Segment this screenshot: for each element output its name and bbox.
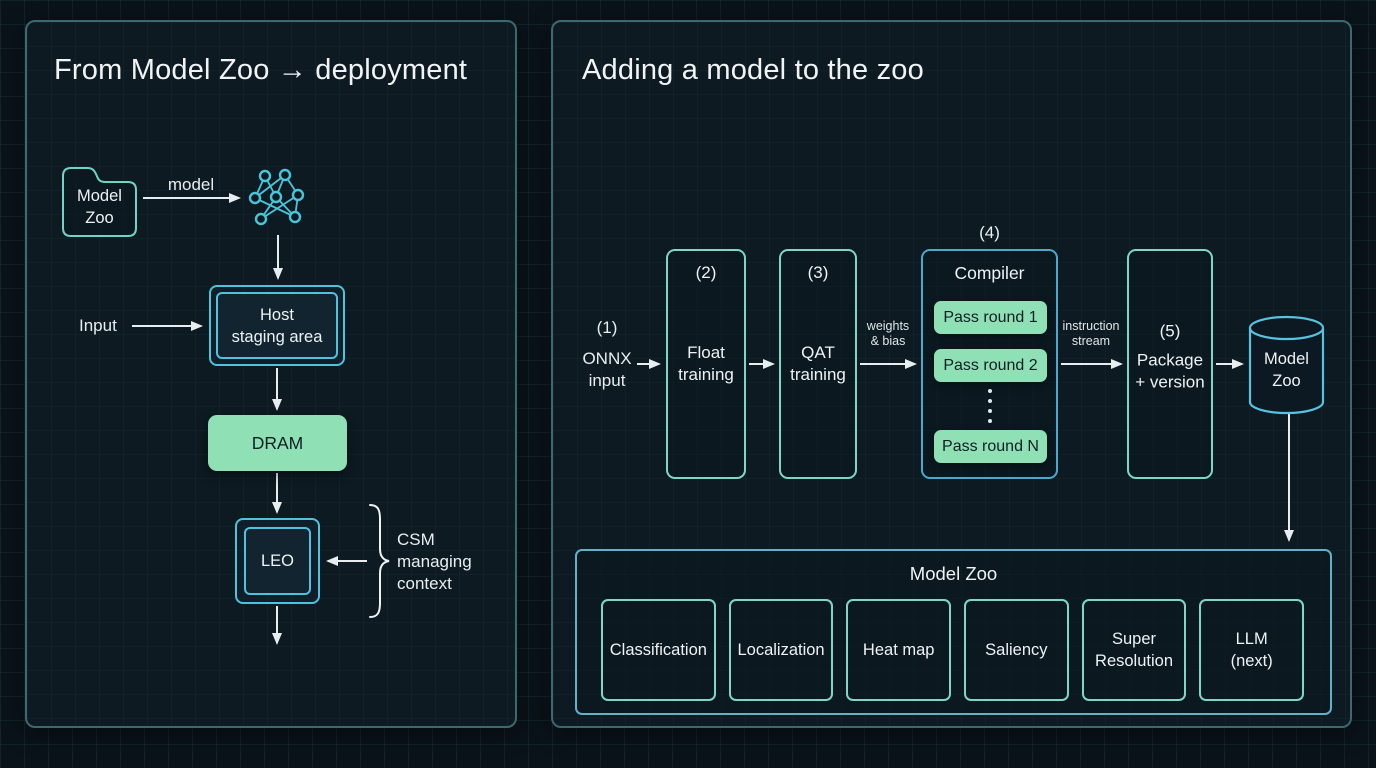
pass-round-n: Pass round N: [934, 430, 1047, 463]
add-model-panel: Adding a model to the zoo (1) ONNX input: [551, 20, 1352, 728]
zoo-item-super-resolution: Super Resolution: [1081, 599, 1187, 701]
model-zoo-database: Model Zoo: [1248, 315, 1325, 415]
left-panel-title: From Model Zoo → deployment: [54, 54, 468, 86]
step2-label: Float training: [678, 343, 734, 384]
zoo-item-saliency: Saliency: [964, 599, 1069, 701]
instruction-stream-label: instruction stream: [1062, 319, 1120, 348]
left-arrows-layer: [132, 193, 367, 645]
zoo-title: Model Zoo: [909, 563, 998, 584]
model-zoo-container: Model Zoo Classification Localization He…: [575, 549, 1332, 715]
step3-box: (3) QAT training: [779, 249, 857, 479]
pass-round-2: Pass round 2: [934, 349, 1047, 382]
step3-num: (3): [807, 263, 829, 282]
zoo-item-localization: Localization: [728, 599, 834, 701]
host-staging-box: Host staging area: [209, 285, 345, 366]
deployment-panel: From Model Zoo → deployment M: [25, 20, 517, 728]
host-staging-label: Host staging area: [216, 292, 338, 359]
step5-num: (5): [1159, 321, 1181, 341]
compiler-title: Compiler: [954, 263, 1025, 283]
model-arrow-label: model: [167, 175, 215, 194]
step1-block: (1) ONNX input: [561, 317, 653, 392]
zoo-item-classification: Classification: [601, 599, 716, 701]
model-zoo-db-label: Model Zoo: [1264, 350, 1309, 390]
step5-box: (5) Package + version: [1127, 249, 1213, 479]
step1-label: ONNX input: [582, 349, 632, 390]
step4-num: (4): [979, 223, 1000, 242]
csm-note: CSM managing context: [397, 530, 472, 593]
dram-box: DRAM: [208, 415, 347, 471]
step5-label: Package + version: [1135, 350, 1205, 392]
zoo-items-row: Classification Localization Heat map Sal…: [601, 599, 1304, 701]
compiler-box: Compiler Pass round 1 Pass round 2 Pass …: [921, 249, 1058, 479]
step3-label: QAT training: [790, 343, 846, 384]
pass-round-1: Pass round 1: [934, 301, 1047, 334]
database-cylinder-icon: [1248, 315, 1325, 415]
vertical-ellipsis-icon: [923, 389, 1056, 423]
step5-content: (5) Package + version: [1129, 321, 1211, 394]
step1-num: (1): [596, 318, 618, 337]
zoo-item-heat-map: Heat map: [846, 599, 952, 701]
folder-icon: [62, 167, 137, 237]
curly-brace-icon: [369, 504, 390, 618]
step2-box: (2) Float training: [666, 249, 746, 479]
leo-box: LEO: [235, 518, 320, 604]
right-panel-title: Adding a model to the zoo: [582, 54, 924, 86]
leo-label: LEO: [244, 527, 311, 595]
neural-network-icon: [248, 168, 305, 226]
input-label: Input: [79, 316, 117, 335]
step2-num: (2): [695, 263, 717, 282]
model-zoo-folder: Model Zoo: [57, 160, 142, 239]
zoo-item-llm: LLM (next): [1199, 599, 1304, 701]
model-zoo-folder-label: Model Zoo: [77, 186, 122, 227]
weights-bias-label: weights & bias: [866, 319, 910, 348]
